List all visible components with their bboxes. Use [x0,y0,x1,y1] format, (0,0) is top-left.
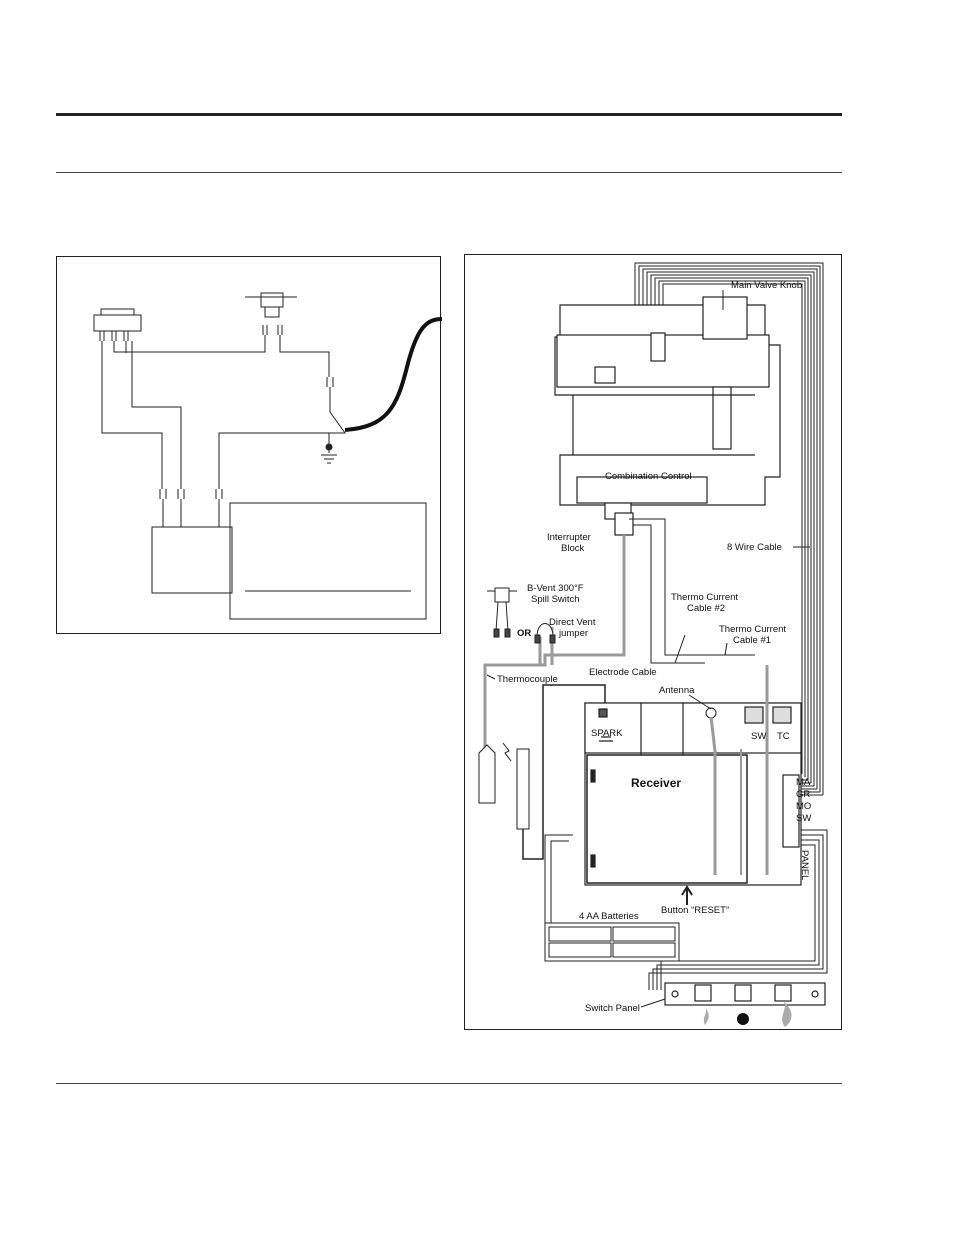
interrupter-block [615,513,633,535]
wiring-schematic [57,257,442,635]
wiring-schematic-panel [56,256,441,634]
or-label: OR [517,628,531,639]
electrode-cable-label: Electrode Cable [589,667,657,678]
thermocouple-label: Thermocouple [497,674,558,685]
combination-control-label: Combination Control [605,471,692,482]
tc-label: TC [777,731,790,742]
gr-label: GR [796,789,810,800]
panel-label: PANEL [799,850,810,880]
receiver-wiring-panel: Main Valve Knob Combination Control Inte… [464,254,842,1030]
switch-panel-label: Switch Panel [585,1003,640,1014]
switch-panel [665,983,825,1005]
rocker-switch [94,315,141,331]
sw-terminal-label: SW [796,813,811,824]
thermo-cable-1-label-1: Thermo Current [719,624,786,635]
button-reset-label: Button “RESET” [661,905,729,916]
header-rule-thick [56,113,842,116]
header-rule-thin [56,172,842,173]
batteries-label: 4 AA Batteries [579,911,639,922]
spark-label: SPARK [591,728,623,739]
thermo-cable-1-label-2: Cable #1 [733,635,771,646]
combination-control [555,297,780,519]
mo-label: MO [796,801,811,812]
module-box [152,527,232,593]
interrupter-block-label-1: Interrupter [547,532,591,543]
receiver-wiring-diagram: Main Valve Knob Combination Control Inte… [465,255,843,1031]
power-cord [345,319,442,430]
thermo-cable-2-label-2: Cable #2 [687,603,725,614]
sw-label: SW [751,731,766,742]
direct-vent-label-2: jumper [558,628,588,639]
ma-label: MA [796,777,811,788]
eight-wire-cable-label: 8 Wire Cable [727,542,782,553]
bvent-label-1: B-Vent 300°F [527,583,584,594]
bvent-label-2: Spill Switch [531,594,580,605]
main-valve-knob-label: Main Valve Knob [731,280,802,291]
direct-vent-label-1: Direct Vent [549,617,596,628]
interrupter-block-label-2: Block [561,543,584,554]
footer-rule [56,1083,842,1084]
control-box [230,503,426,619]
receiver-label: Receiver [631,776,681,790]
antenna-label: Antenna [659,685,695,696]
battery-pack [545,923,679,961]
thermo-cable-2-label-1: Thermo Current [671,592,738,603]
receiver-box [587,755,747,883]
